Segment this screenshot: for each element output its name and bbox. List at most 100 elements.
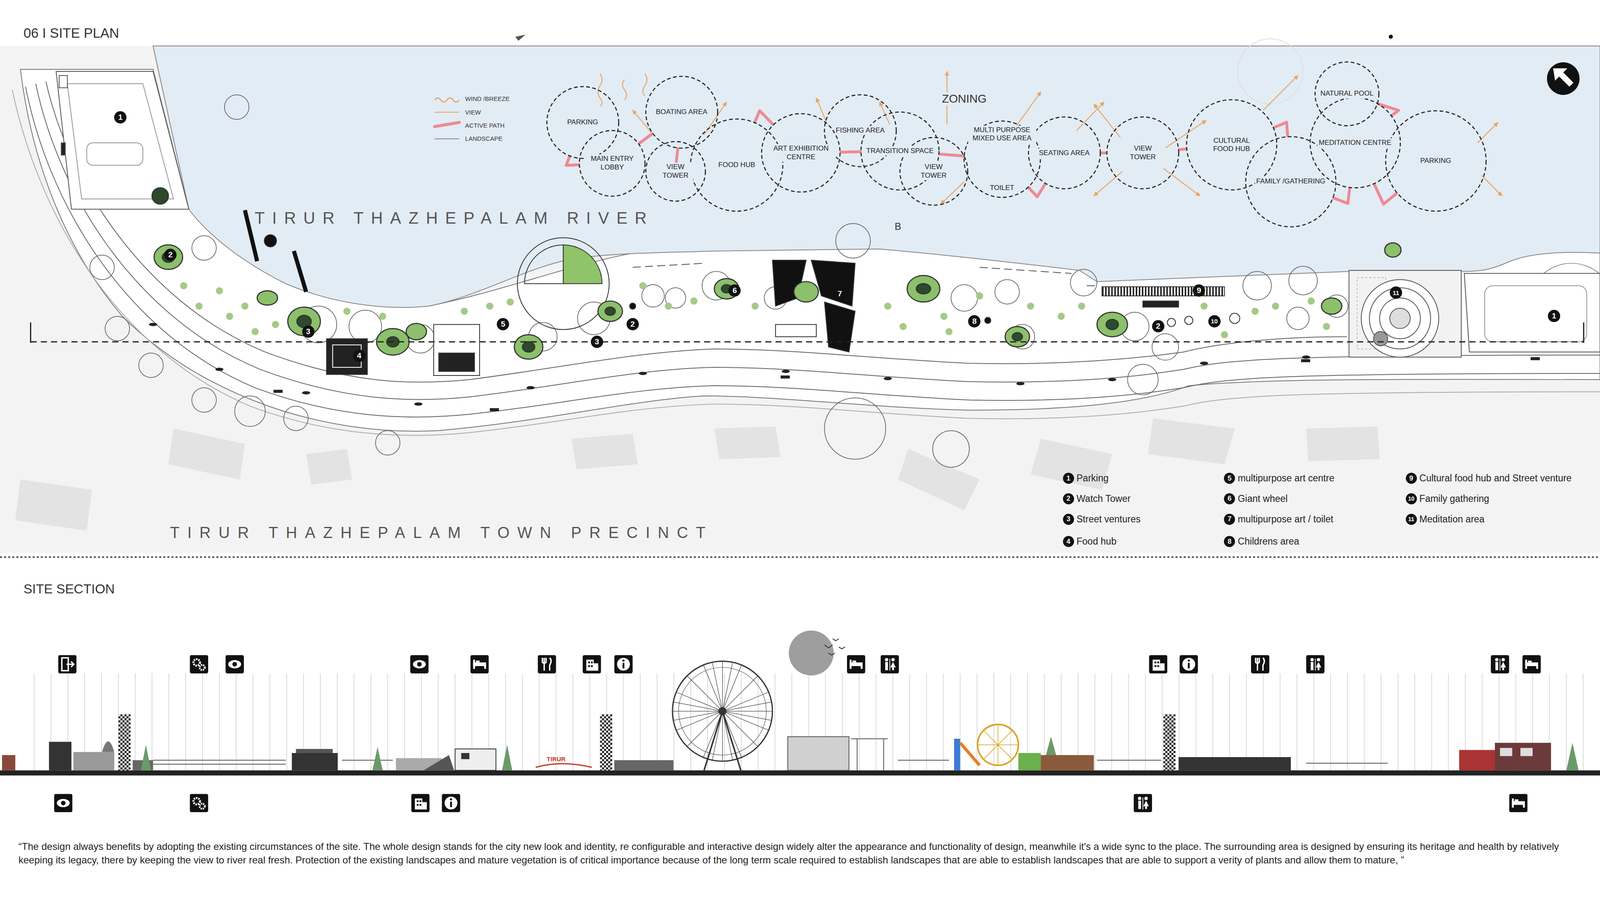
legend-row: VIEW bbox=[464, 108, 482, 117]
legend-number: 3 bbox=[1062, 514, 1075, 526]
active-path-line bbox=[1378, 103, 1399, 116]
legend-row: multipurpose art centre bbox=[1237, 472, 1335, 485]
legend-number: 10 bbox=[1405, 493, 1417, 505]
zone-text-column: FISHING AREA bbox=[834, 126, 887, 136]
sign-text: TIRUR bbox=[546, 755, 567, 763]
zone-label: MAIN ENTRY LOBBY bbox=[585, 154, 640, 173]
active-path bbox=[1179, 149, 1187, 150]
zone-text-column: VIEW TOWER bbox=[915, 162, 952, 181]
legend-number: 4 bbox=[1062, 536, 1075, 548]
label-holder: 2 bbox=[164, 248, 177, 262]
zone-label: VIEW TOWER bbox=[915, 162, 952, 181]
active-path-line bbox=[639, 133, 652, 144]
legend-text: multipurpose art centre bbox=[1237, 472, 1335, 485]
legend-text: multipurpose art / toilet bbox=[1237, 514, 1334, 526]
active-path bbox=[1333, 188, 1350, 204]
legend-text: Street ventures bbox=[1076, 514, 1141, 526]
legend-number-holder: 2 bbox=[1062, 493, 1075, 505]
zone-text-column: FAMILY /GATHERING bbox=[1255, 176, 1327, 186]
label-holder: 10 bbox=[1208, 315, 1221, 328]
legend-row: Family gathering bbox=[1419, 493, 1490, 505]
zone-circle: SEATING AREA bbox=[1027, 116, 1102, 190]
zone-outline bbox=[1310, 97, 1401, 189]
map-label: TIRUR THAZHEPALAM TOWN PRECINCT bbox=[168, 524, 715, 542]
town-buildings bbox=[15, 418, 1380, 531]
legend-number: 6 bbox=[1223, 493, 1236, 505]
callout-number: 1 bbox=[114, 111, 127, 124]
zone-text-column: MULTI PURPOSE MIXED USE AREATOILET bbox=[968, 125, 1037, 193]
zone-label: NATURAL POOL bbox=[1319, 89, 1375, 99]
legend-number-holder: 10 bbox=[1405, 493, 1417, 505]
divider bbox=[0, 556, 1600, 558]
structures bbox=[244, 210, 1240, 376]
zone-label: ART EXHIBITION CENTRE bbox=[765, 144, 836, 162]
callout-number: 1 bbox=[1547, 309, 1561, 323]
active-path-line bbox=[1028, 184, 1045, 198]
zone-outline bbox=[761, 113, 841, 193]
title-holder: 06 I SITE PLAN bbox=[23, 25, 120, 42]
label-holder: B bbox=[893, 220, 903, 233]
zone-label: PARKING bbox=[565, 117, 600, 127]
zone-circle: VIEW TOWER bbox=[1106, 116, 1180, 190]
label-holder: 3 bbox=[302, 325, 315, 338]
label-holder: 2 bbox=[626, 318, 639, 331]
zone-outline bbox=[645, 141, 706, 202]
callout-number: 2 bbox=[164, 248, 177, 262]
zone-text-column: MEDITATION CENTRE bbox=[1317, 138, 1393, 148]
callout-number: 8 bbox=[968, 315, 981, 328]
legend-text: Giant wheel bbox=[1237, 493, 1288, 505]
legend-number-holder: 5 bbox=[1223, 472, 1236, 485]
label-holder: 11 bbox=[1389, 286, 1403, 299]
zone-outline bbox=[1245, 136, 1337, 228]
legend-text: Family gathering bbox=[1419, 493, 1490, 505]
zone-circle: FOOD HUB bbox=[689, 118, 784, 213]
legend-row: Cultural food hub and Street venture bbox=[1419, 472, 1572, 485]
label-holder: 2 bbox=[1152, 320, 1165, 333]
zone-label: PARKING bbox=[1418, 156, 1453, 166]
active-path bbox=[1028, 184, 1045, 198]
legend-text: VIEW bbox=[464, 108, 482, 116]
label-holder: 5 bbox=[496, 318, 510, 331]
callout-number: 6 bbox=[728, 284, 741, 297]
label-holder: 1 bbox=[1547, 309, 1561, 323]
map-label: ZONING bbox=[940, 92, 989, 106]
legend-number: 8 bbox=[1223, 536, 1236, 548]
legend-number-holder: 6 bbox=[1223, 493, 1236, 505]
section-icons bbox=[54, 655, 1541, 813]
legend-row: ACTIVE PATH bbox=[464, 121, 506, 130]
legend-number: 1 bbox=[1062, 472, 1075, 485]
zone-label: VIEW TOWER bbox=[657, 162, 694, 181]
active-path-line bbox=[1274, 122, 1288, 136]
zone-label: CULTURAL FOOD HUB bbox=[1207, 136, 1256, 154]
label-holder: TIRUR bbox=[546, 755, 567, 764]
zone-circle: BOATING AREA bbox=[645, 75, 719, 150]
label-holder: ZONING bbox=[940, 92, 989, 106]
zone-label: FOOD HUB bbox=[717, 160, 757, 170]
zone-outline bbox=[1186, 99, 1277, 191]
callout-number: 2 bbox=[626, 318, 639, 331]
zone-circle: MAIN ENTRY LOBBY bbox=[578, 129, 646, 198]
zone-text-column: SEATING AREA bbox=[1037, 148, 1091, 158]
zone-outline bbox=[645, 76, 718, 149]
legend-row: Childrens area bbox=[1237, 536, 1300, 548]
legend-number-holder: 7 bbox=[1223, 514, 1236, 526]
label-holder: TIRUR THAZHEPALAM TOWN PRECINCT bbox=[168, 524, 715, 542]
zone-label: TRANSITION SPACE bbox=[865, 146, 935, 156]
legend-number: 7 bbox=[1223, 514, 1236, 526]
legend-row: LANDSCAPE bbox=[464, 135, 504, 143]
zone-outline bbox=[1106, 117, 1179, 189]
active-path-line bbox=[939, 154, 964, 157]
callout-number: 4 bbox=[353, 349, 366, 363]
callout-number: 7 bbox=[833, 287, 846, 301]
label-holder: 8 bbox=[968, 315, 981, 328]
zone-outline bbox=[579, 130, 646, 197]
label-holder: SITE SECTION bbox=[23, 581, 115, 597]
canopy-circles bbox=[89, 38, 1600, 468]
callout-number: 5 bbox=[496, 318, 510, 331]
legend-text: ACTIVE PATH bbox=[464, 121, 506, 129]
label-holder: TIRUR THAZHEPALAM RIVER bbox=[252, 208, 656, 228]
legend-text: Childrens area bbox=[1237, 536, 1300, 548]
zone-outline bbox=[690, 119, 783, 212]
